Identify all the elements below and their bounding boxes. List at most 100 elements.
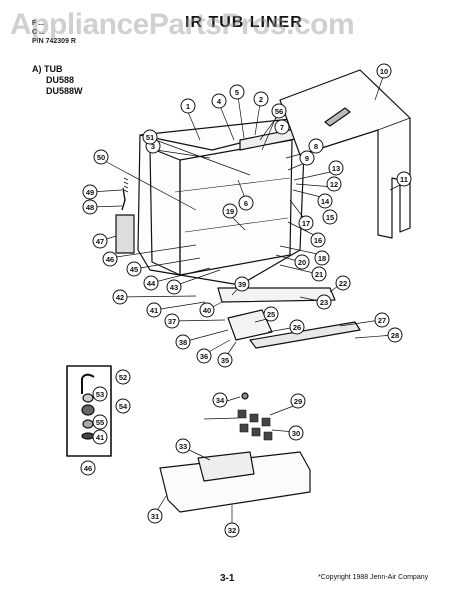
- section-model-1: DU588: [46, 75, 75, 85]
- inset-callout-bubbles: 52 53 54 55 41 46: [80, 369, 131, 476]
- section-title: A) TUB: [32, 64, 63, 74]
- section-model-2: DU588W: [46, 86, 83, 96]
- svg-text:23: 23: [320, 298, 328, 307]
- svg-text:36: 36: [200, 352, 208, 361]
- svg-text:48: 48: [86, 203, 94, 212]
- inset-callout-52: 52: [115, 369, 131, 385]
- svg-text:10: 10: [380, 67, 388, 76]
- svg-text:50: 50: [97, 153, 105, 162]
- svg-text:9: 9: [305, 154, 309, 163]
- callout-31: 31: [147, 508, 163, 524]
- callout-47: 47: [92, 233, 108, 249]
- callout-16: 16: [310, 232, 326, 248]
- callout-32: 32: [224, 522, 240, 538]
- svg-text:20: 20: [298, 258, 306, 267]
- callout-49: 49: [82, 184, 98, 200]
- svg-text:40: 40: [203, 306, 211, 315]
- callout-9: 9: [299, 150, 315, 166]
- section-label: A) TUB DU588 DU588W: [32, 64, 83, 97]
- svg-text:46: 46: [84, 464, 92, 473]
- callout-20: 20: [294, 254, 310, 270]
- callout-1: 1: [180, 98, 196, 114]
- callout-45: 45: [126, 261, 142, 277]
- page-title: IR TUB LINER: [185, 14, 303, 31]
- callout-bubbles: 1234567891011121314151617181920212223252…: [82, 63, 412, 538]
- callout-10: 10: [376, 63, 392, 79]
- watermark: AppliancePartsPros.com: [10, 8, 355, 41]
- svg-text:38: 38: [179, 338, 187, 347]
- page-number: 3-1: [220, 573, 235, 584]
- svg-text:5: 5: [235, 88, 239, 97]
- header-part-number: P/N 742309 R: [32, 38, 76, 45]
- svg-text:47: 47: [96, 237, 104, 246]
- callout-35: 35: [217, 352, 233, 368]
- callout-30: 30: [288, 425, 304, 441]
- callout-6: 6: [238, 195, 254, 211]
- svg-text:21: 21: [315, 270, 323, 279]
- screw-34: [241, 392, 249, 400]
- callout-40: 40: [199, 302, 215, 318]
- svg-text:32: 32: [228, 526, 236, 535]
- callout-56: 56: [271, 103, 287, 119]
- callout-42: 42: [112, 289, 128, 305]
- svg-text:43: 43: [170, 283, 178, 292]
- svg-text:41: 41: [96, 433, 104, 442]
- svg-text:11: 11: [400, 175, 408, 184]
- mounting-bracket-33: [197, 451, 255, 482]
- hinge-bracket-47: [115, 214, 135, 254]
- base-plate-32: [159, 451, 311, 513]
- svg-text:35: 35: [221, 356, 229, 365]
- inset-callout-41: 41: [92, 429, 108, 445]
- svg-text:51: 51: [146, 133, 154, 142]
- callout-15: 15: [322, 209, 338, 225]
- svg-text:49: 49: [86, 188, 94, 197]
- callout-48: 48: [82, 199, 98, 215]
- callout-23: 23: [316, 294, 332, 310]
- callout-43: 43: [166, 279, 182, 295]
- callout-12: 12: [326, 176, 342, 192]
- svg-text:37: 37: [168, 317, 176, 326]
- inset-callout-53: 53: [92, 386, 108, 402]
- callout-11: 11: [396, 171, 412, 187]
- svg-text:16: 16: [314, 236, 322, 245]
- inset-callout-55: 55: [92, 414, 108, 430]
- svg-text:17: 17: [302, 219, 310, 228]
- callout-28: 28: [387, 327, 403, 343]
- svg-text:1: 1: [186, 102, 190, 111]
- callout-44: 44: [143, 275, 159, 291]
- callout-39: 39: [234, 276, 250, 292]
- svg-text:3: 3: [151, 142, 155, 151]
- svg-text:56: 56: [275, 107, 283, 116]
- svg-text:27: 27: [378, 316, 386, 325]
- svg-text:29: 29: [294, 397, 302, 406]
- callout-29: 29: [290, 393, 306, 409]
- inset-callout-54: 54: [115, 398, 131, 414]
- svg-text:46: 46: [106, 255, 114, 264]
- svg-text:34: 34: [216, 396, 225, 405]
- svg-text:52: 52: [119, 373, 127, 382]
- header-line-2: C ...: [32, 29, 45, 36]
- svg-text:15: 15: [326, 213, 334, 222]
- kick-panel-27: [249, 321, 361, 349]
- svg-text:44: 44: [147, 279, 156, 288]
- inset-label-bubble: 46: [80, 460, 96, 476]
- callout-26: 26: [289, 319, 305, 335]
- callout-27: 27: [374, 312, 390, 328]
- callout-13: 13: [328, 160, 344, 176]
- svg-text:2: 2: [259, 95, 263, 104]
- callout-37: 37: [164, 313, 180, 329]
- callout-25: 25: [263, 306, 279, 322]
- svg-text:25: 25: [267, 310, 275, 319]
- svg-text:22: 22: [339, 279, 347, 288]
- callout-50: 50: [93, 149, 109, 165]
- callout-38: 38: [175, 334, 191, 350]
- header-line-1: F ...: [32, 20, 45, 27]
- clip-set-29: [237, 409, 273, 441]
- door-panel-10: [279, 69, 411, 239]
- callout-51: 51: [142, 129, 158, 145]
- callout-19: 19: [222, 203, 238, 219]
- svg-text:41: 41: [150, 306, 158, 315]
- callout-8: 8: [308, 138, 324, 154]
